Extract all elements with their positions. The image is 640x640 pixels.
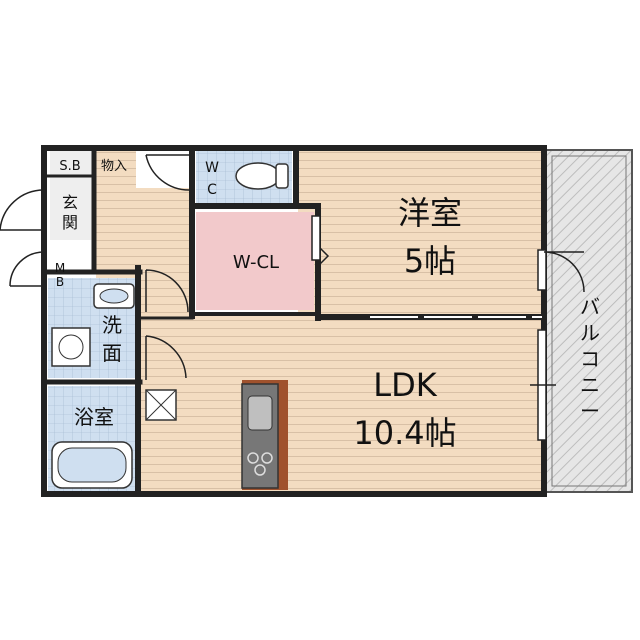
western-room-size: 5帖 (404, 242, 456, 280)
shoe-box-label: S.B (59, 159, 80, 174)
balcony-char-3: コ (580, 347, 600, 371)
toilet-label-c: C (207, 182, 217, 198)
storage-label: 物入 (101, 159, 127, 174)
entrance-label-2: 関 (62, 213, 78, 232)
washroom-label-2: 面 (102, 341, 122, 365)
pipe-shaft (145, 389, 177, 421)
balcony-char-4: ニ (580, 373, 600, 397)
balcony-char-5: ー (580, 399, 600, 423)
western-room-name: 洋室 (398, 194, 462, 232)
bathtub (51, 441, 133, 489)
meter-box-label-m: M (55, 261, 65, 275)
wash-basin (93, 283, 135, 309)
toilet-label-w: W (205, 160, 219, 176)
washing-machine (51, 327, 91, 367)
balcony-char-1: バ (580, 295, 600, 319)
walls (41, 145, 547, 497)
balcony (545, 149, 633, 493)
meter-box-label-b: B (56, 275, 64, 289)
entrance-label-1: 玄 (62, 193, 78, 212)
walk-in-closet-label: W-CL (233, 252, 279, 273)
entrance-floor (50, 150, 92, 240)
walk-in-closet (196, 212, 314, 310)
washroom-label-1: 洗 (102, 313, 122, 337)
ldk-floor (140, 316, 542, 492)
kitchen-counter (241, 380, 288, 490)
storage-floor (96, 150, 136, 188)
balcony-label: バ ル コ ニ ー (580, 295, 600, 423)
western-room-floor (298, 150, 542, 316)
balcony-char-2: ル (580, 321, 600, 345)
toilet-fixture (235, 162, 289, 190)
ldk-size: 10.4帖 (353, 414, 456, 452)
bathroom-label: 浴室 (74, 405, 114, 429)
ldk-name: LDK (373, 366, 437, 404)
doors (0, 154, 585, 380)
balcony-windows (530, 249, 556, 441)
